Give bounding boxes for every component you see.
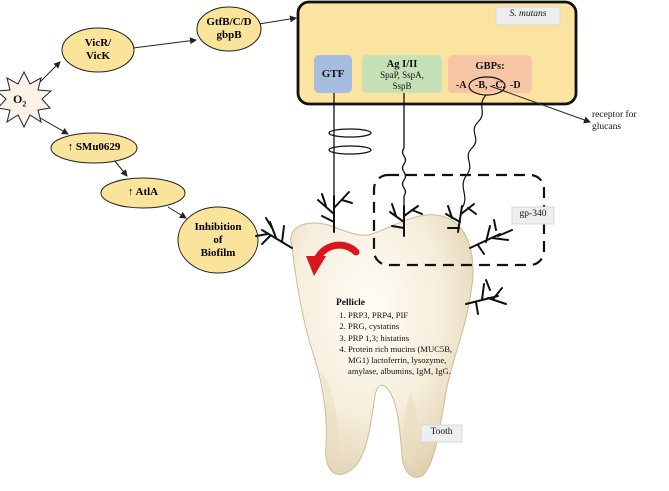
- ag-stalk: [401, 93, 407, 206]
- atla-label: ↑ AtlA: [127, 186, 159, 198]
- gbp-letter-b: -B,: [475, 80, 488, 91]
- arrow-smu-atla: [113, 159, 128, 177]
- oxygen-label: O2: [13, 92, 27, 109]
- atla-oval: [100, 177, 186, 209]
- gtf-genes-oval: [196, 6, 262, 52]
- gbp-title: GBPs:: [475, 61, 505, 72]
- gtf-box: [314, 55, 352, 93]
- species-label-box: [495, 6, 561, 26]
- gbp-letter-a: -A: [456, 80, 467, 91]
- arrow-o2-vicrk: [39, 61, 61, 83]
- branched-glycans: [255, 191, 513, 315]
- tooth-label-box: [420, 424, 463, 443]
- pellicle-item: PRP3, PRP4, PIF: [348, 310, 456, 321]
- pellicle-arrow: [306, 241, 360, 276]
- arrow-gtf-bacterium: [258, 15, 297, 25]
- gbp-letter-c: -C,: [492, 80, 506, 91]
- gtf-label: GTF: [321, 68, 345, 80]
- arrow-receptor: [489, 85, 591, 124]
- gbp-b-c-highlight: [468, 76, 506, 96]
- vicrk-label: VicR/VicK: [84, 37, 112, 62]
- ag-label: Ag I/II SpaP, SspA, SspB: [380, 59, 424, 91]
- smu0629-oval: [50, 132, 138, 164]
- tooth: [290, 214, 474, 478]
- gp340-region: [372, 173, 546, 267]
- arrow-vicrk-gtf: [132, 37, 197, 49]
- pellicle-item: PRG, cystatins: [348, 321, 456, 332]
- gtf-stalk: [328, 93, 372, 196]
- species-label: S. mutans: [509, 9, 547, 19]
- vicrk-oval: [61, 27, 135, 73]
- ag-box: [362, 55, 442, 93]
- pellicle-title: Pellicle: [336, 298, 366, 308]
- gp340-label: gp-340: [519, 209, 547, 219]
- pellicle-item: Protein rich mucins (MUC5B, MG1) lactofe…: [348, 344, 456, 378]
- pellicle-list: Pellicle PRP3, PRP4, PIF PRG, cystatins …: [336, 298, 456, 377]
- gbp-stalk: [461, 94, 487, 209]
- gbp-letter-d: -D: [510, 80, 521, 91]
- arrow-atla-inhibition: [167, 206, 187, 219]
- tooth-label: Tooth: [430, 427, 453, 437]
- oxygen-starburst: [0, 70, 53, 129]
- gp340-label-box: [511, 206, 555, 225]
- inhibition-oval: [177, 206, 259, 274]
- pellicle-item: PRP 1,3; histatins: [348, 333, 456, 344]
- smu0629-label: ↑ SMu0629: [67, 141, 121, 153]
